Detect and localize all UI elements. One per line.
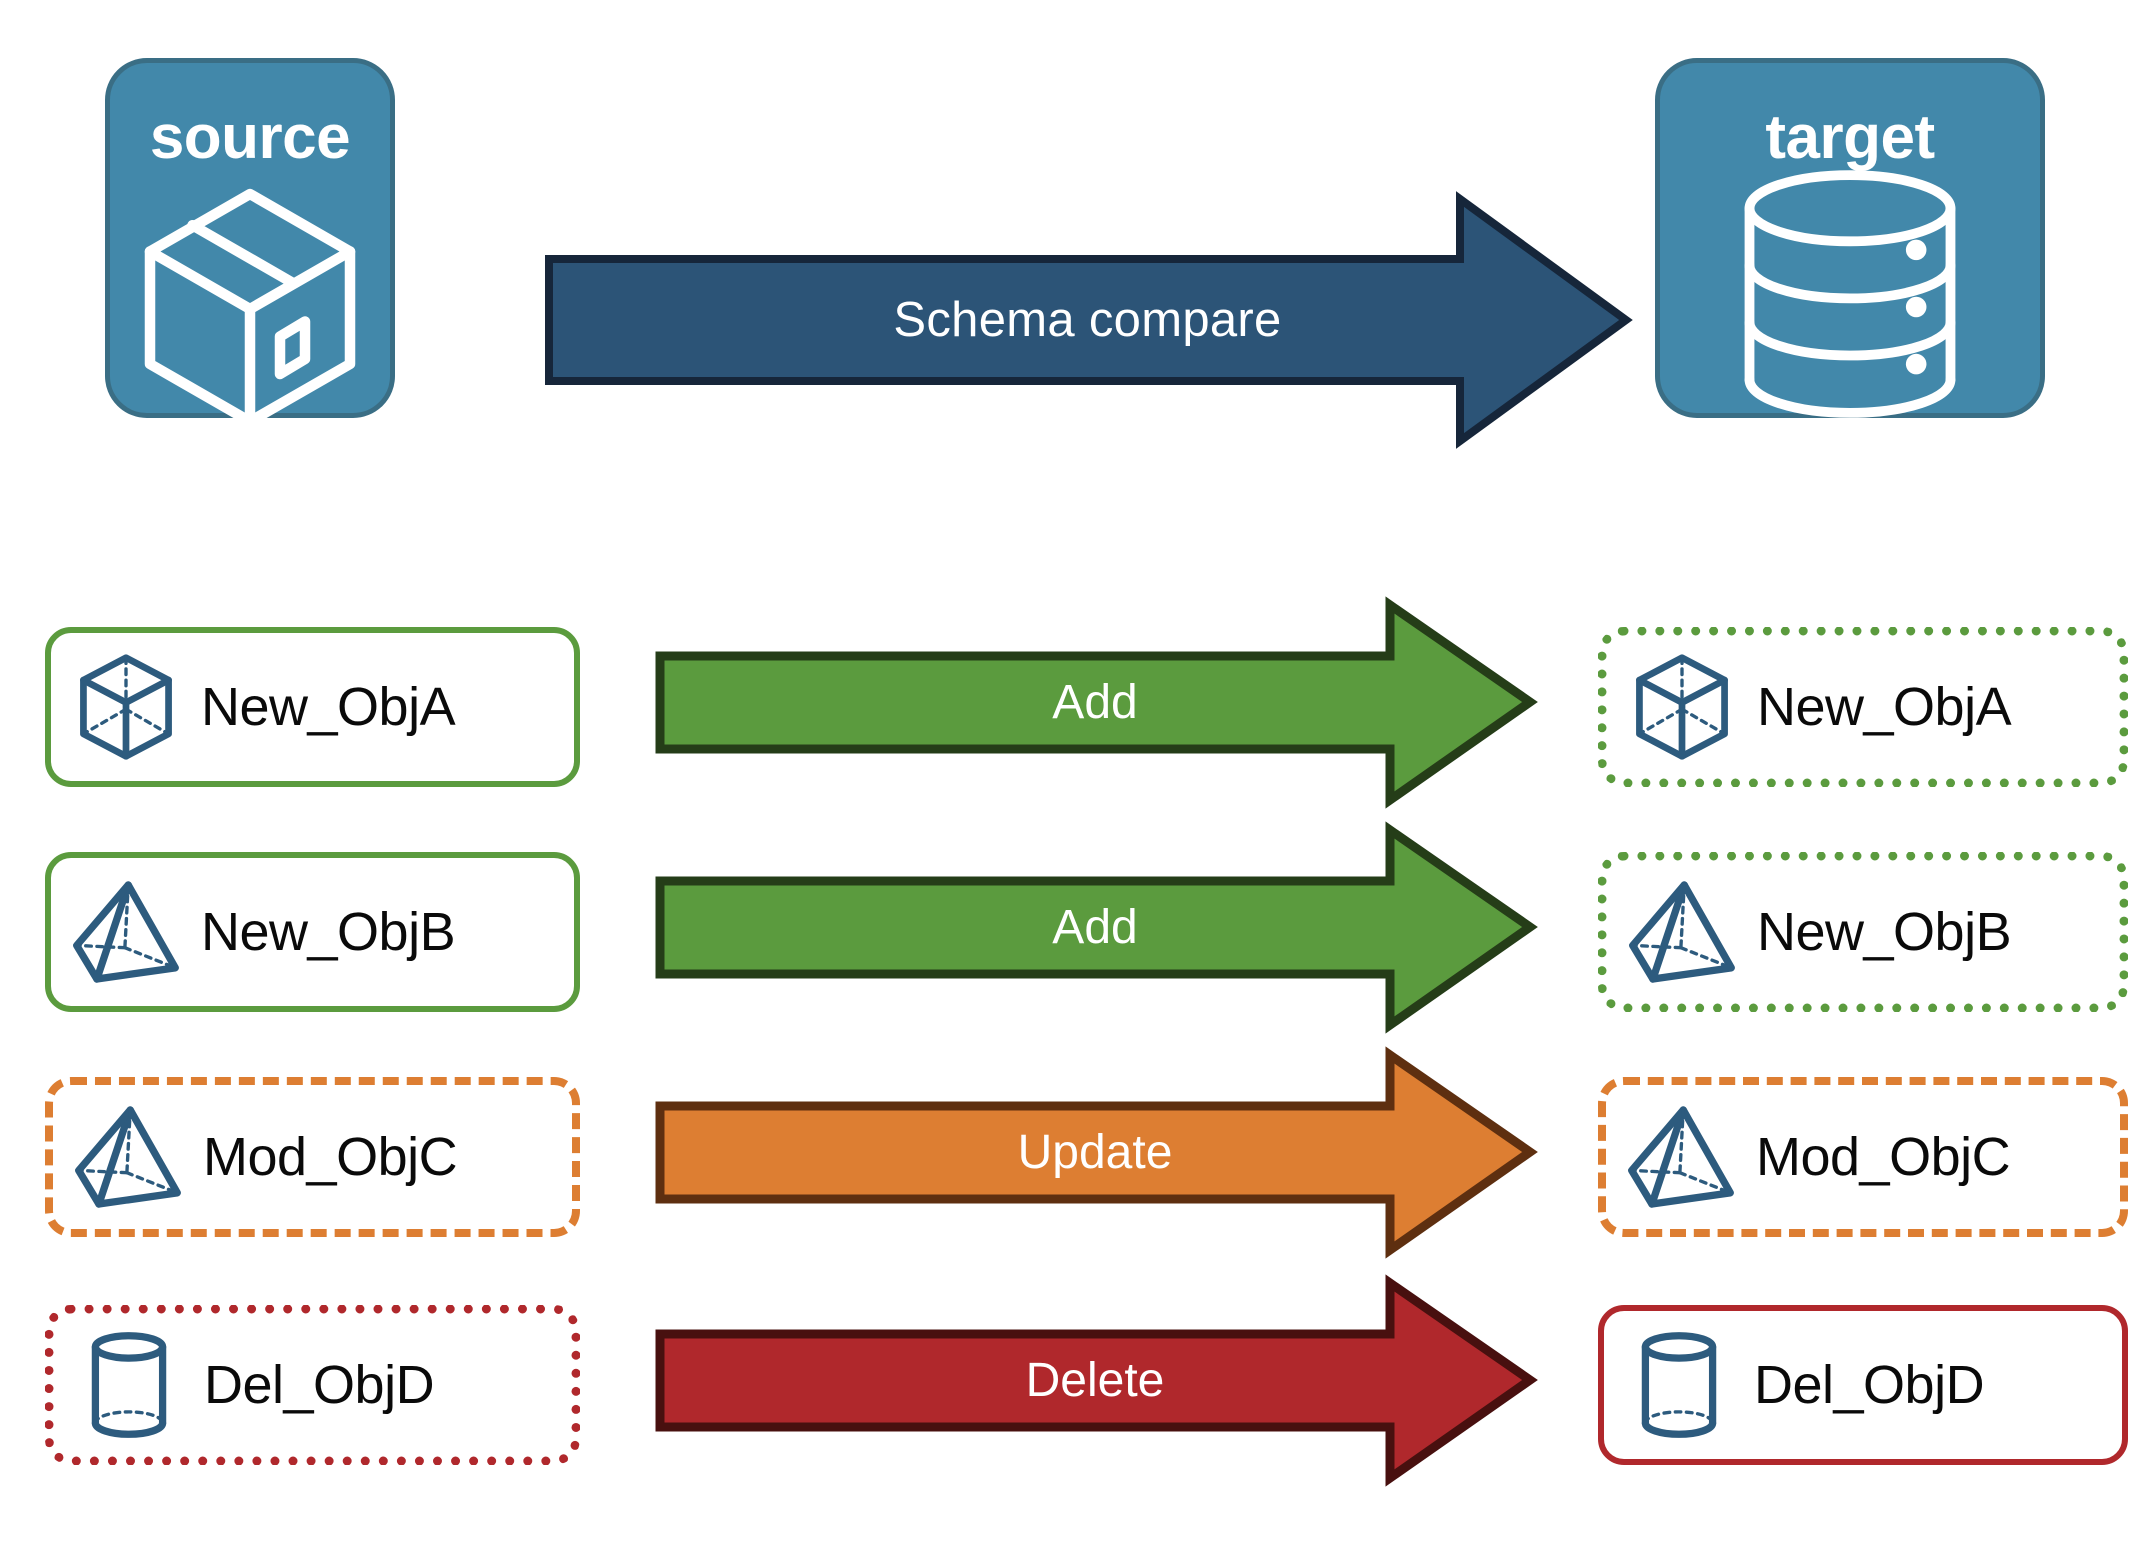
compare-row: Del_ObjD Delete Del_ObjD: [0, 1274, 2150, 1487]
source-object-label: New_ObjA: [201, 677, 456, 737]
target-endpoint-label: target: [1765, 103, 1935, 172]
wireframe-pyramid-icon: [53, 1101, 203, 1213]
source-object-label: Mod_ObjC: [203, 1127, 458, 1187]
target-object-card[interactable]: Mod_ObjC: [1598, 1077, 2128, 1237]
target-object-label: New_ObjB: [1757, 902, 2012, 962]
wireframe-pyramid-icon: [51, 876, 201, 988]
wireframe-cylinder-icon: [54, 1329, 204, 1441]
target-object-label: Del_ObjD: [1754, 1355, 1985, 1415]
source-object-card[interactable]: Del_ObjD: [45, 1305, 580, 1465]
target-object-card[interactable]: New_ObjA: [1598, 627, 2128, 787]
source-object-card[interactable]: Mod_ObjC: [45, 1077, 580, 1237]
compare-row: New_ObjA Add: [0, 596, 2150, 809]
target-object-card[interactable]: New_ObjB: [1598, 852, 2128, 1012]
wireframe-cube-icon: [1607, 651, 1757, 763]
package-box-icon: [110, 169, 390, 427]
source-object-label: New_ObjB: [201, 902, 456, 962]
wireframe-cylinder-icon: [1604, 1329, 1754, 1441]
source-object-label: Del_ObjD: [204, 1355, 435, 1415]
target-object-card[interactable]: Del_ObjD: [1598, 1305, 2128, 1465]
action-arrow[interactable]: Add: [655, 821, 1538, 1034]
wireframe-pyramid-icon: [1607, 876, 1757, 988]
target-endpoint-card[interactable]: target: [1655, 58, 2045, 418]
action-arrow[interactable]: Add: [655, 596, 1538, 809]
schema-compare-arrow[interactable]: Schema compare: [545, 191, 1633, 449]
target-object-label: Mod_ObjC: [1756, 1127, 2011, 1187]
source-object-card[interactable]: New_ObjB: [45, 852, 580, 1012]
database-cylinder-icon: [1660, 169, 2040, 419]
compare-row: Mod_ObjC Update: [0, 1046, 2150, 1259]
source-endpoint-label: source: [149, 103, 351, 172]
source-endpoint-card[interactable]: source: [105, 58, 395, 427]
source-object-card[interactable]: New_ObjA: [45, 627, 580, 787]
wireframe-pyramid-icon: [1606, 1101, 1756, 1213]
wireframe-cube-icon: [51, 651, 201, 763]
action-arrow[interactable]: Delete: [655, 1274, 1538, 1487]
action-arrow[interactable]: Update: [655, 1046, 1538, 1259]
target-object-label: New_ObjA: [1757, 677, 2012, 737]
compare-row: New_ObjB Add: [0, 821, 2150, 1034]
